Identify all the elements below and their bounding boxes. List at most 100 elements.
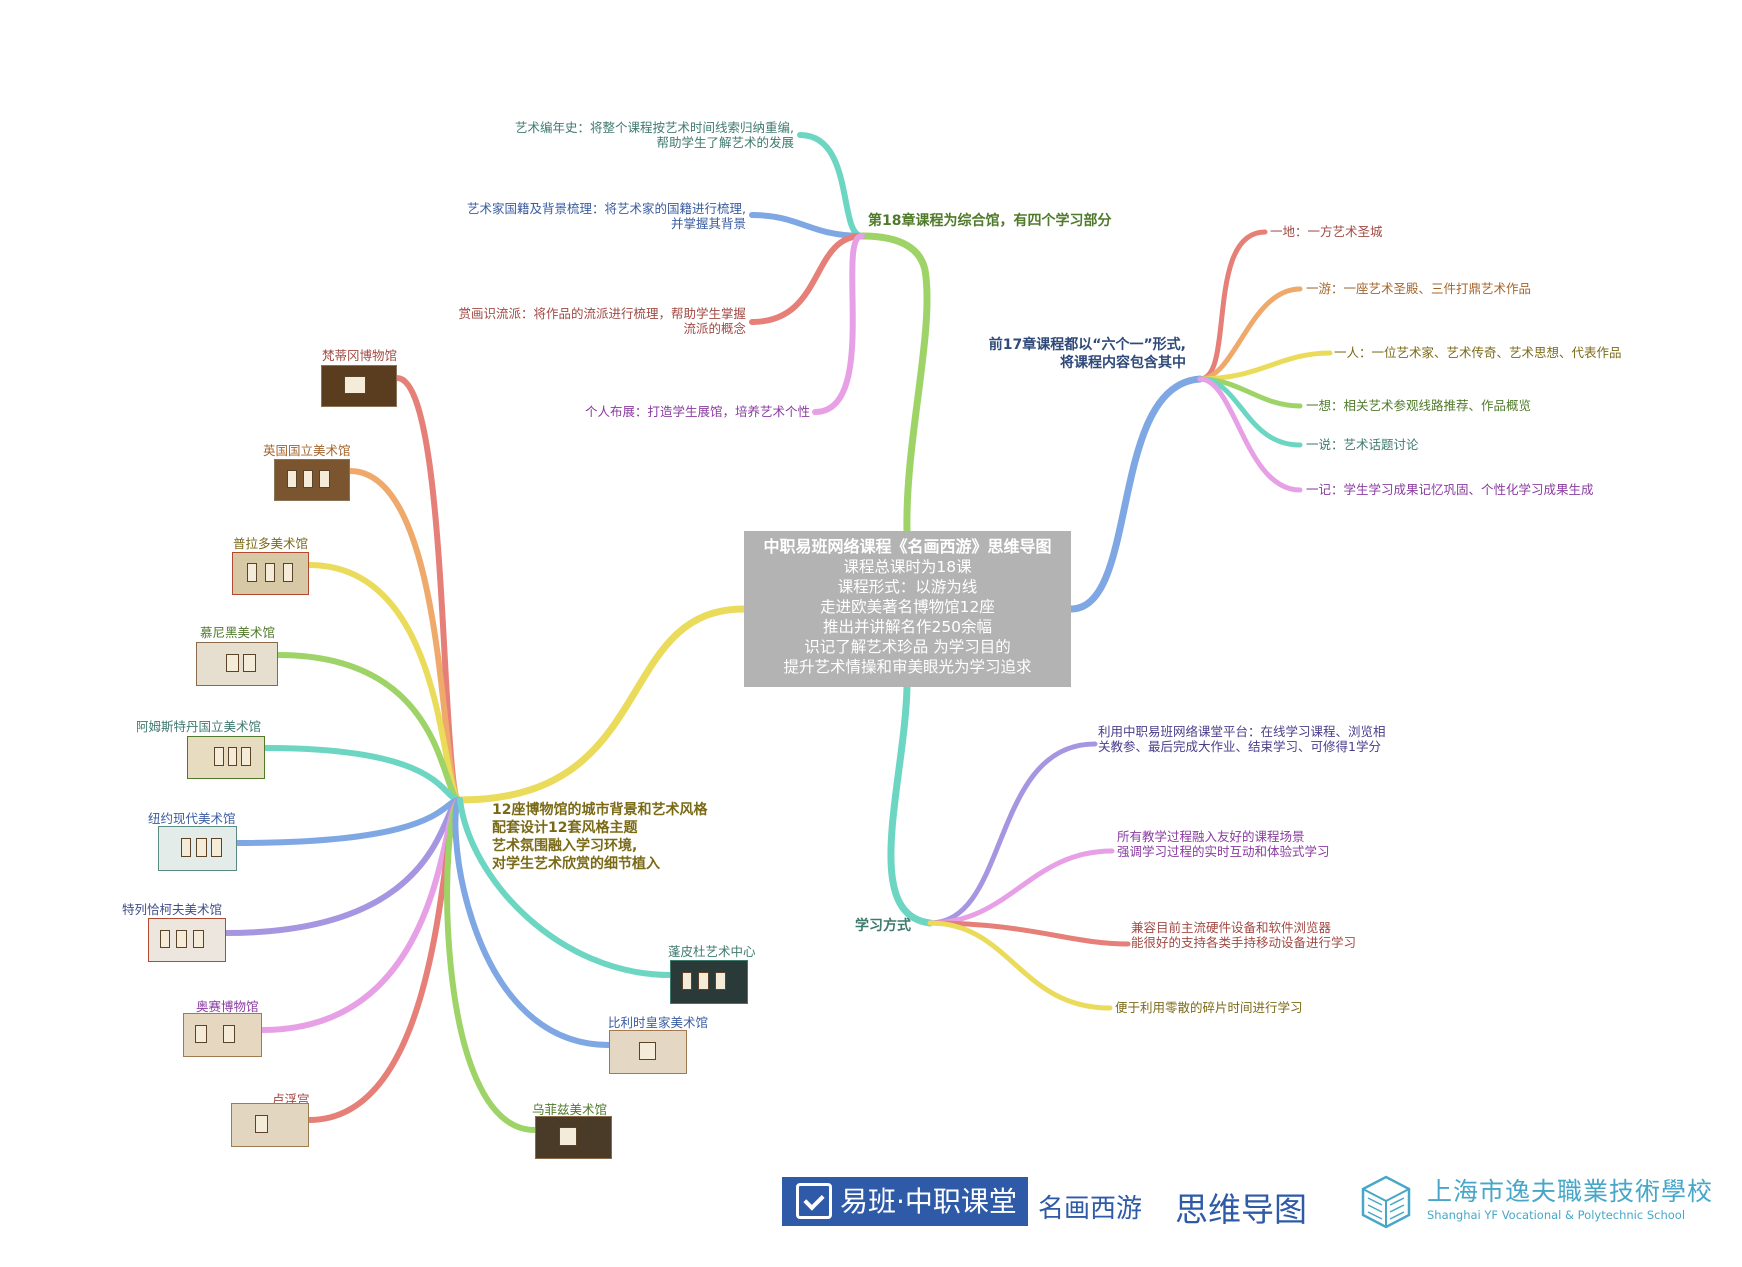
branch-museums[interactable]: 12座博物馆的城市背景和艺术风格 配套设计12套风格主题 艺术氛围融入学习环境,… bbox=[492, 801, 707, 873]
link-study-scenario bbox=[927, 848, 1115, 926]
link-museum-amsterdam bbox=[262, 745, 463, 803]
museum-label-amsterdam[interactable]: 阿姆斯特丹国立美术馆 bbox=[136, 719, 262, 734]
link-center-museums bbox=[456, 605, 748, 804]
painting-frame-icon bbox=[282, 563, 293, 582]
museum-label-moma[interactable]: 纽约现代美术馆 bbox=[148, 811, 236, 826]
central-topic-line: 课程形式：以游为线 bbox=[837, 578, 978, 596]
museum-label-belgium[interactable]: 比利时皇家美术馆 bbox=[608, 1015, 709, 1030]
museum-label-national-gallery[interactable]: 英国国立美术馆 bbox=[263, 443, 351, 458]
painting-frame-icon bbox=[344, 376, 367, 394]
study-child-scenario[interactable]: 所有教学过程融入友好的课程场景 强调学习过程的实时互动和体验式学习 bbox=[1117, 829, 1330, 859]
branch-chapter18[interactable]: 第18章课程为综合馆，有四个学习部分 bbox=[868, 213, 1112, 229]
museum-label-orsay[interactable]: 奥赛博物馆 bbox=[196, 999, 259, 1014]
branch-line: 艺术氛围融入学习环境, bbox=[492, 838, 638, 854]
node-line: 关教参、最后完成大作业、结束学习、可修得1学分 bbox=[1098, 739, 1381, 754]
ch18-child-exhibition[interactable]: 个人布展：打造学生展馆，培养艺术个性 bbox=[520, 404, 810, 419]
ch18-child-schools[interactable]: 赏画识流派：将作品的流派进行梳理，帮助学生掌握 流派的概念 bbox=[420, 306, 746, 336]
link-museum-moma bbox=[234, 797, 463, 846]
painting-frame-icon bbox=[176, 929, 187, 949]
museum-label-uffizi[interactable]: 乌菲兹美术馆 bbox=[532, 1102, 608, 1117]
painting-frame-icon bbox=[194, 1024, 208, 1044]
link-museum-munich bbox=[275, 652, 463, 803]
painting-frame-icon bbox=[303, 470, 314, 488]
painting-frame-icon bbox=[246, 563, 257, 582]
node-line: 艺术编年史：将整个课程按艺术时间线索归纳重编, bbox=[515, 120, 794, 135]
painting-frame-icon bbox=[225, 653, 239, 673]
node-line: 个人布展：打造学生展馆，培养艺术个性 bbox=[584, 404, 810, 419]
painting-frame-icon bbox=[213, 747, 224, 766]
museum-thumbnail[interactable] bbox=[158, 826, 237, 871]
museum-thumbnail[interactable] bbox=[148, 918, 226, 962]
branch-study-method[interactable]: 学习方式 bbox=[855, 918, 911, 934]
painting-frame-icon bbox=[180, 837, 192, 858]
central-topic[interactable]: 中职易班网络课程《名画西游》思维导图 课程总课时为18课 课程形式：以游为线 走… bbox=[744, 531, 1071, 687]
painting-frame-icon bbox=[243, 653, 257, 673]
museum-label-pompidou[interactable]: 蓬皮杜艺术中心 bbox=[668, 944, 756, 959]
document-type: 思维导图 bbox=[1175, 1190, 1307, 1229]
yiban-check-icon bbox=[796, 1183, 832, 1219]
museum-thumbnail[interactable] bbox=[187, 736, 265, 779]
painting-frame-icon bbox=[211, 837, 223, 858]
ch17-child-talk[interactable]: 一说：艺术话题讨论 bbox=[1306, 437, 1419, 452]
node-line: 流派的概念 bbox=[683, 321, 746, 336]
node-line: 并掌握其背景 bbox=[670, 216, 746, 231]
node-line: 兼容目前主流硬件设备和软件浏览器 bbox=[1131, 920, 1332, 935]
ch17-child-place[interactable]: 一地：一方艺术圣城 bbox=[1270, 224, 1383, 239]
node-line: 强调学习过程的实时互动和体验式学习 bbox=[1117, 844, 1330, 859]
node-line: 利用中职易班网络课堂平台：在线学习课程、浏览相 bbox=[1098, 724, 1386, 739]
link-ch18-nationality bbox=[749, 212, 865, 239]
central-topic-line: 课程总课时为18课 bbox=[843, 558, 972, 576]
node-line: 所有教学过程融入友好的课程场景 bbox=[1117, 829, 1305, 844]
school-cube-icon bbox=[1361, 1175, 1411, 1229]
painting-frame-icon bbox=[227, 747, 238, 766]
branch-chapter17[interactable]: 前17章课程都以“六个一”形式, 将课程内容包含其中 bbox=[920, 336, 1186, 372]
node-line: 赏画识流派：将作品的流派进行梳理，帮助学生掌握 bbox=[458, 306, 746, 321]
central-topic-line: 推出并讲解名作250余幅 bbox=[822, 618, 993, 636]
museum-thumbnail[interactable] bbox=[609, 1030, 687, 1074]
study-child-platform[interactable]: 利用中职易班网络课堂平台：在线学习课程、浏览相 关教参、最后完成大作业、结束学习… bbox=[1098, 724, 1386, 754]
study-child-fragment-time[interactable]: 便于利用零散的碎片时间进行学习 bbox=[1115, 1000, 1303, 1015]
link-ch18-exhibition bbox=[812, 233, 865, 415]
link-ch18-chronology bbox=[797, 132, 865, 239]
museum-thumbnail[interactable] bbox=[274, 459, 350, 501]
museum-label-tretyakov[interactable]: 特列恰柯夫美术馆 bbox=[122, 902, 223, 917]
museum-thumbnail[interactable] bbox=[535, 1116, 612, 1159]
node-line: 能很好的支持各类手持移动设备进行学习 bbox=[1131, 935, 1357, 950]
branch-line: 将课程内容包含其中 bbox=[1060, 355, 1186, 371]
ch17-child-record[interactable]: 一记：学生学习成果记忆巩固、个性化学习成果生成 bbox=[1306, 482, 1594, 497]
link-center-ch18 bbox=[858, 232, 931, 535]
museum-label-prado[interactable]: 普拉多美术馆 bbox=[233, 536, 309, 551]
central-topic-line: 提升艺术情操和审美眼光为学习追求 bbox=[783, 658, 1032, 676]
painting-frame-icon bbox=[222, 1024, 235, 1044]
museum-thumbnail[interactable] bbox=[670, 960, 748, 1004]
painting-frame-icon bbox=[698, 971, 709, 991]
museum-thumbnail[interactable] bbox=[232, 552, 309, 595]
painting-frame-icon bbox=[319, 470, 330, 488]
museum-thumbnail[interactable] bbox=[183, 1013, 262, 1057]
painting-frame-icon bbox=[159, 929, 171, 949]
node-line: 艺术家国籍及背景梳理：将艺术家的国籍进行梳理, bbox=[467, 201, 746, 216]
museum-label-munich[interactable]: 慕尼黑美术馆 bbox=[200, 625, 276, 640]
link-center-study bbox=[887, 683, 934, 927]
museum-thumbnail[interactable] bbox=[231, 1103, 309, 1147]
school-name-en: Shanghai YF Vocational & Polytechnic Sch… bbox=[1427, 1208, 1686, 1222]
branch-line: 前17章课程都以“六个一”形式, bbox=[988, 337, 1186, 353]
museum-thumbnail[interactable] bbox=[321, 365, 397, 407]
study-child-compatible[interactable]: 兼容目前主流硬件设备和软件浏览器 能很好的支持各类手持移动设备进行学习 bbox=[1131, 920, 1356, 950]
link-museum-louvre bbox=[306, 797, 463, 1123]
ch17-child-person[interactable]: 一人：一位艺术家、艺术传奇、艺术思想、代表作品 bbox=[1334, 345, 1622, 360]
ch18-child-chronology[interactable]: 艺术编年史：将整个课程按艺术时间线索归纳重编, 帮助学生了解艺术的发展 bbox=[470, 120, 794, 150]
central-topic-title: 中职易班网络课程《名画西游》思维导图 bbox=[763, 537, 1052, 556]
link-museum-pompidou bbox=[457, 797, 673, 978]
course-name: 名画西游 bbox=[1038, 1194, 1143, 1224]
ch18-child-nationality[interactable]: 艺术家国籍及背景梳理：将艺术家的国籍进行梳理, 并掌握其背景 bbox=[420, 201, 746, 231]
yiban-logo[interactable]: 易班·中职课堂 bbox=[782, 1177, 1028, 1226]
link-ch17-record bbox=[1197, 376, 1303, 493]
painting-frame-icon bbox=[558, 1127, 577, 1146]
ch17-child-tour[interactable]: 一游：一座艺术圣殿、三件打鼎艺术作品 bbox=[1306, 281, 1532, 296]
museum-label-vatican[interactable]: 梵蒂冈博物馆 bbox=[322, 348, 398, 363]
ch17-child-think[interactable]: 一想：相关艺术参观线路推荐、作品概览 bbox=[1306, 398, 1532, 413]
museum-thumbnail[interactable] bbox=[196, 642, 278, 686]
